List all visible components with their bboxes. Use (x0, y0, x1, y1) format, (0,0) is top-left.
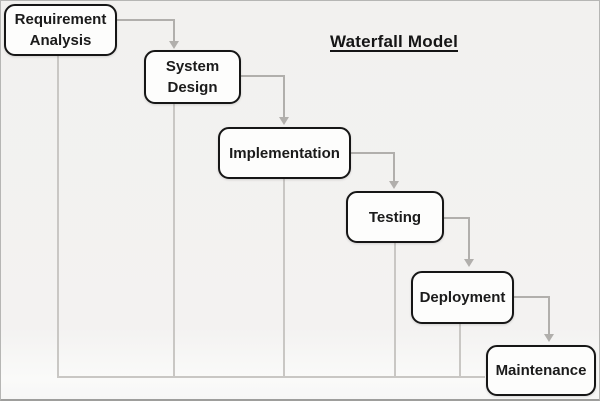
stage-box-requirement-analysis: Requirement Analysis (4, 4, 117, 56)
drop-line-requirement-analysis (57, 56, 485, 378)
stage-box-maintenance: Maintenance (486, 345, 596, 396)
arrowhead-into-maintenance (544, 334, 554, 342)
connector-impl-to-testing (351, 152, 395, 181)
connector-testing-to-deployment (444, 217, 470, 259)
diagram-title: Waterfall Model (330, 32, 458, 51)
connector-ra-to-sd (117, 19, 175, 41)
arrowhead-into-implementation (279, 117, 289, 125)
stage-box-testing: Testing (346, 191, 444, 243)
stage-box-system-design: System Design (144, 50, 241, 104)
connector-deployment-to-maintenance (514, 296, 550, 334)
arrowhead-into-system-design (169, 41, 179, 49)
arrowhead-into-testing (389, 181, 399, 189)
connector-sd-to-impl (241, 75, 285, 117)
stage-box-deployment: Deployment (411, 271, 514, 324)
arrowhead-into-deployment (464, 259, 474, 267)
stage-box-implementation: Implementation (218, 127, 351, 179)
